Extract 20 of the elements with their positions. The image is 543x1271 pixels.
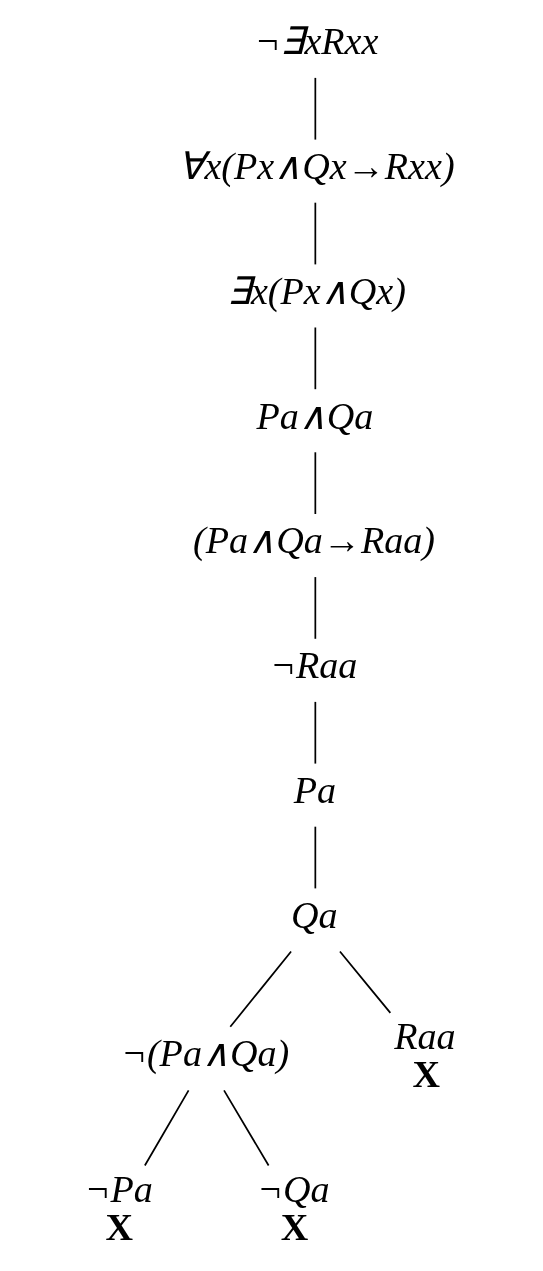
- node-text: Pa∧Qa: [255, 394, 373, 437]
- connector: [313, 201, 316, 266]
- connector: [313, 77, 316, 141]
- node-text: ¬∃xRxx: [254, 20, 378, 63]
- connector: [313, 701, 316, 765]
- connector: [313, 326, 316, 391]
- connector: [313, 451, 316, 515]
- node-text: ∃x(Px∧Qx): [226, 269, 406, 312]
- connector: [222, 1089, 269, 1167]
- connector: [313, 825, 316, 890]
- node-text: ¬(Pa∧Qa): [120, 1032, 289, 1075]
- node-text: Qa: [290, 893, 338, 936]
- node-text: ¬Raa: [269, 644, 357, 687]
- node-text: (Pa∧Qa→Raa): [192, 519, 435, 562]
- connector: [228, 950, 292, 1028]
- node-text: ∀x(Px∧Qx→Rxx): [177, 144, 455, 187]
- connector: [338, 950, 391, 1014]
- connector: [143, 1089, 189, 1167]
- connector: [313, 576, 316, 640]
- node-text: Pa: [293, 768, 336, 811]
